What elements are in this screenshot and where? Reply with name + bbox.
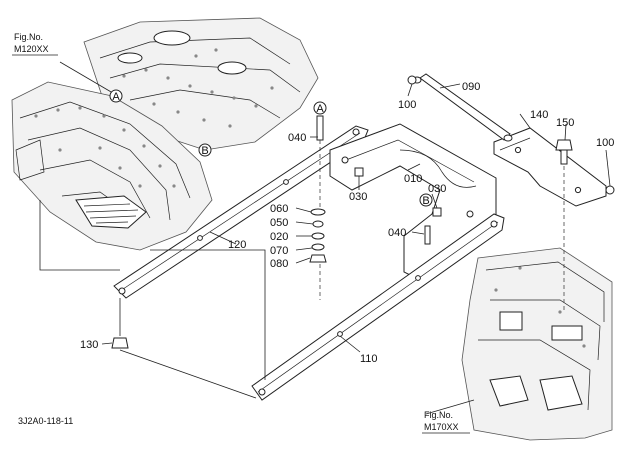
label-100-right: 100 — [596, 137, 614, 149]
part-140-bracket — [493, 127, 607, 207]
svg-text:A: A — [316, 103, 324, 115]
label-030-left: 030 — [349, 191, 367, 203]
label-010: 010 — [404, 173, 422, 185]
circle-ref-b-right: B — [419, 193, 433, 207]
part-120-rail — [113, 125, 369, 299]
svg-text:M170XX: M170XX — [424, 422, 459, 432]
label-080: 080 — [270, 258, 288, 270]
svg-text:Fig.No.: Fig.No. — [424, 410, 453, 420]
lower-right-assembly — [461, 247, 613, 441]
label-050: 050 — [270, 217, 288, 229]
fig-ref-m170xx: Fig.No. M170XX — [422, 410, 470, 434]
svg-text:A: A — [112, 91, 120, 103]
circle-ref-a: A — [109, 89, 123, 103]
fig-ref-m120xx: Fig.No. M120XX — [12, 32, 58, 56]
svg-text:B: B — [422, 195, 429, 207]
label-020: 020 — [270, 231, 288, 243]
label-060: 060 — [270, 203, 288, 215]
label-leaders — [101, 83, 611, 415]
svg-text:B: B — [201, 145, 208, 157]
circle-ref-a-right: A — [313, 101, 327, 115]
label-110: 110 — [360, 353, 378, 365]
label-130: 130 — [80, 339, 98, 351]
svg-text:M120XX: M120XX — [14, 44, 49, 54]
label-140: 140 — [530, 109, 548, 121]
upper-cover-assembly — [11, 17, 319, 251]
label-100-left: 100 — [398, 99, 416, 111]
label-070: 070 — [270, 245, 288, 257]
part-labels: 040 060 050 020 070 080 030 010 030 040 … — [80, 81, 614, 365]
label-120: 120 — [228, 239, 246, 251]
drawing-code: 3J2A0-118-11 — [18, 416, 73, 426]
label-150: 150 — [556, 117, 574, 129]
hardware — [111, 75, 615, 349]
label-040-top: 040 — [288, 132, 306, 144]
label-090: 090 — [462, 81, 480, 93]
svg-text:Fig.No.: Fig.No. — [14, 32, 43, 42]
label-030-right: 030 — [428, 183, 446, 195]
guide-lines — [39, 61, 565, 399]
part-010-frame — [329, 123, 497, 281]
part-110-rail — [251, 213, 505, 401]
label-040-right: 040 — [388, 227, 406, 239]
circle-ref-b-left: B — [198, 143, 212, 157]
